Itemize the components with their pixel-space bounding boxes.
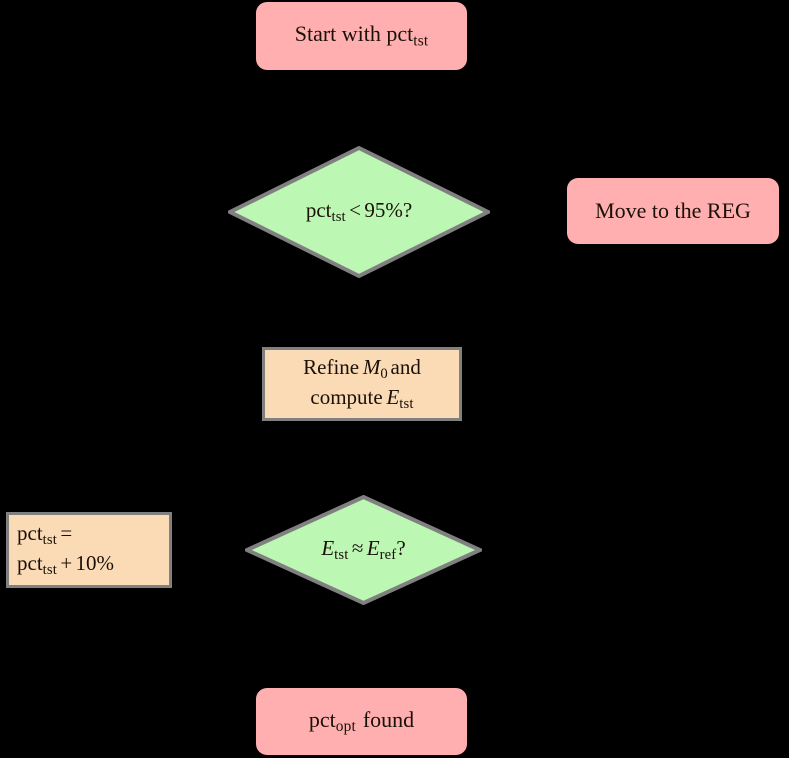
diamond-shape-icon	[228, 146, 490, 278]
node-increment[interactable]: pcttst= pcttst+10%	[6, 512, 172, 588]
refine-line1-word1: Refine	[303, 354, 360, 379]
node-start-label: Start with pcttst	[295, 20, 429, 51]
node-start-text: Start with pct	[294, 21, 414, 47]
node-found-tail: found	[362, 706, 415, 732]
decision-pct-subscript: tst	[331, 209, 346, 225]
decision-energy-lhs-subscript: tst	[334, 547, 349, 563]
node-move-reg[interactable]: Move to the REG	[567, 178, 779, 244]
node-found-label: pctopt found	[309, 706, 414, 737]
node-found-subscript: opt	[335, 718, 356, 736]
decision-energy-rhs-subscript: ref	[379, 547, 397, 563]
node-decision-pct[interactable]: pcttst<95%?	[228, 146, 490, 278]
node-increment-line2: pcttst+10%	[17, 550, 114, 580]
refine-line2-var: E	[386, 385, 400, 409]
refine-line2-subscript: tst	[399, 396, 414, 413]
node-move-reg-label: Move to the REG	[595, 197, 751, 223]
node-found-var: pct	[308, 706, 336, 732]
increment-line2-operator: +	[60, 551, 73, 575]
decision-pct-var: pct	[305, 197, 332, 222]
increment-line1-subscript: tst	[42, 531, 57, 548]
decision-energy-suffix: ?	[396, 535, 406, 560]
increment-line1-operator: =	[60, 520, 73, 545]
node-decision-energy[interactable]: Etst≈Eref?	[245, 495, 482, 605]
decision-energy-operator: ≈	[351, 535, 364, 560]
node-increment-label: pcttst= pcttst+10%	[17, 520, 114, 580]
refine-line1-word2: and	[390, 354, 421, 379]
decision-energy-rhs-var: E	[366, 535, 380, 560]
decision-pct-operator: <	[349, 197, 361, 222]
diamond-shape-icon	[245, 495, 482, 605]
node-start-subscript: tst	[413, 32, 429, 50]
node-decision-energy-label: Etst≈Eref?	[321, 535, 405, 565]
decision-energy-lhs-var: E	[321, 535, 335, 560]
node-increment-line1: pcttst=	[17, 520, 114, 550]
refine-line2-word1: compute	[310, 385, 383, 409]
increment-line2-subscript: tst	[42, 562, 57, 579]
node-found[interactable]: pctopt found	[256, 688, 467, 755]
increment-line2-value: 10%	[75, 551, 115, 575]
refine-line1-subscript: 0	[380, 365, 388, 382]
increment-line1-var: pct	[17, 520, 43, 545]
refine-line1-var: M	[362, 354, 381, 379]
increment-line2-var: pct	[17, 551, 43, 575]
node-decision-pct-label: pcttst<95%?	[306, 197, 412, 227]
decision-pct-value: 95%?	[364, 197, 413, 222]
node-start[interactable]: Start with pcttst	[256, 2, 467, 70]
